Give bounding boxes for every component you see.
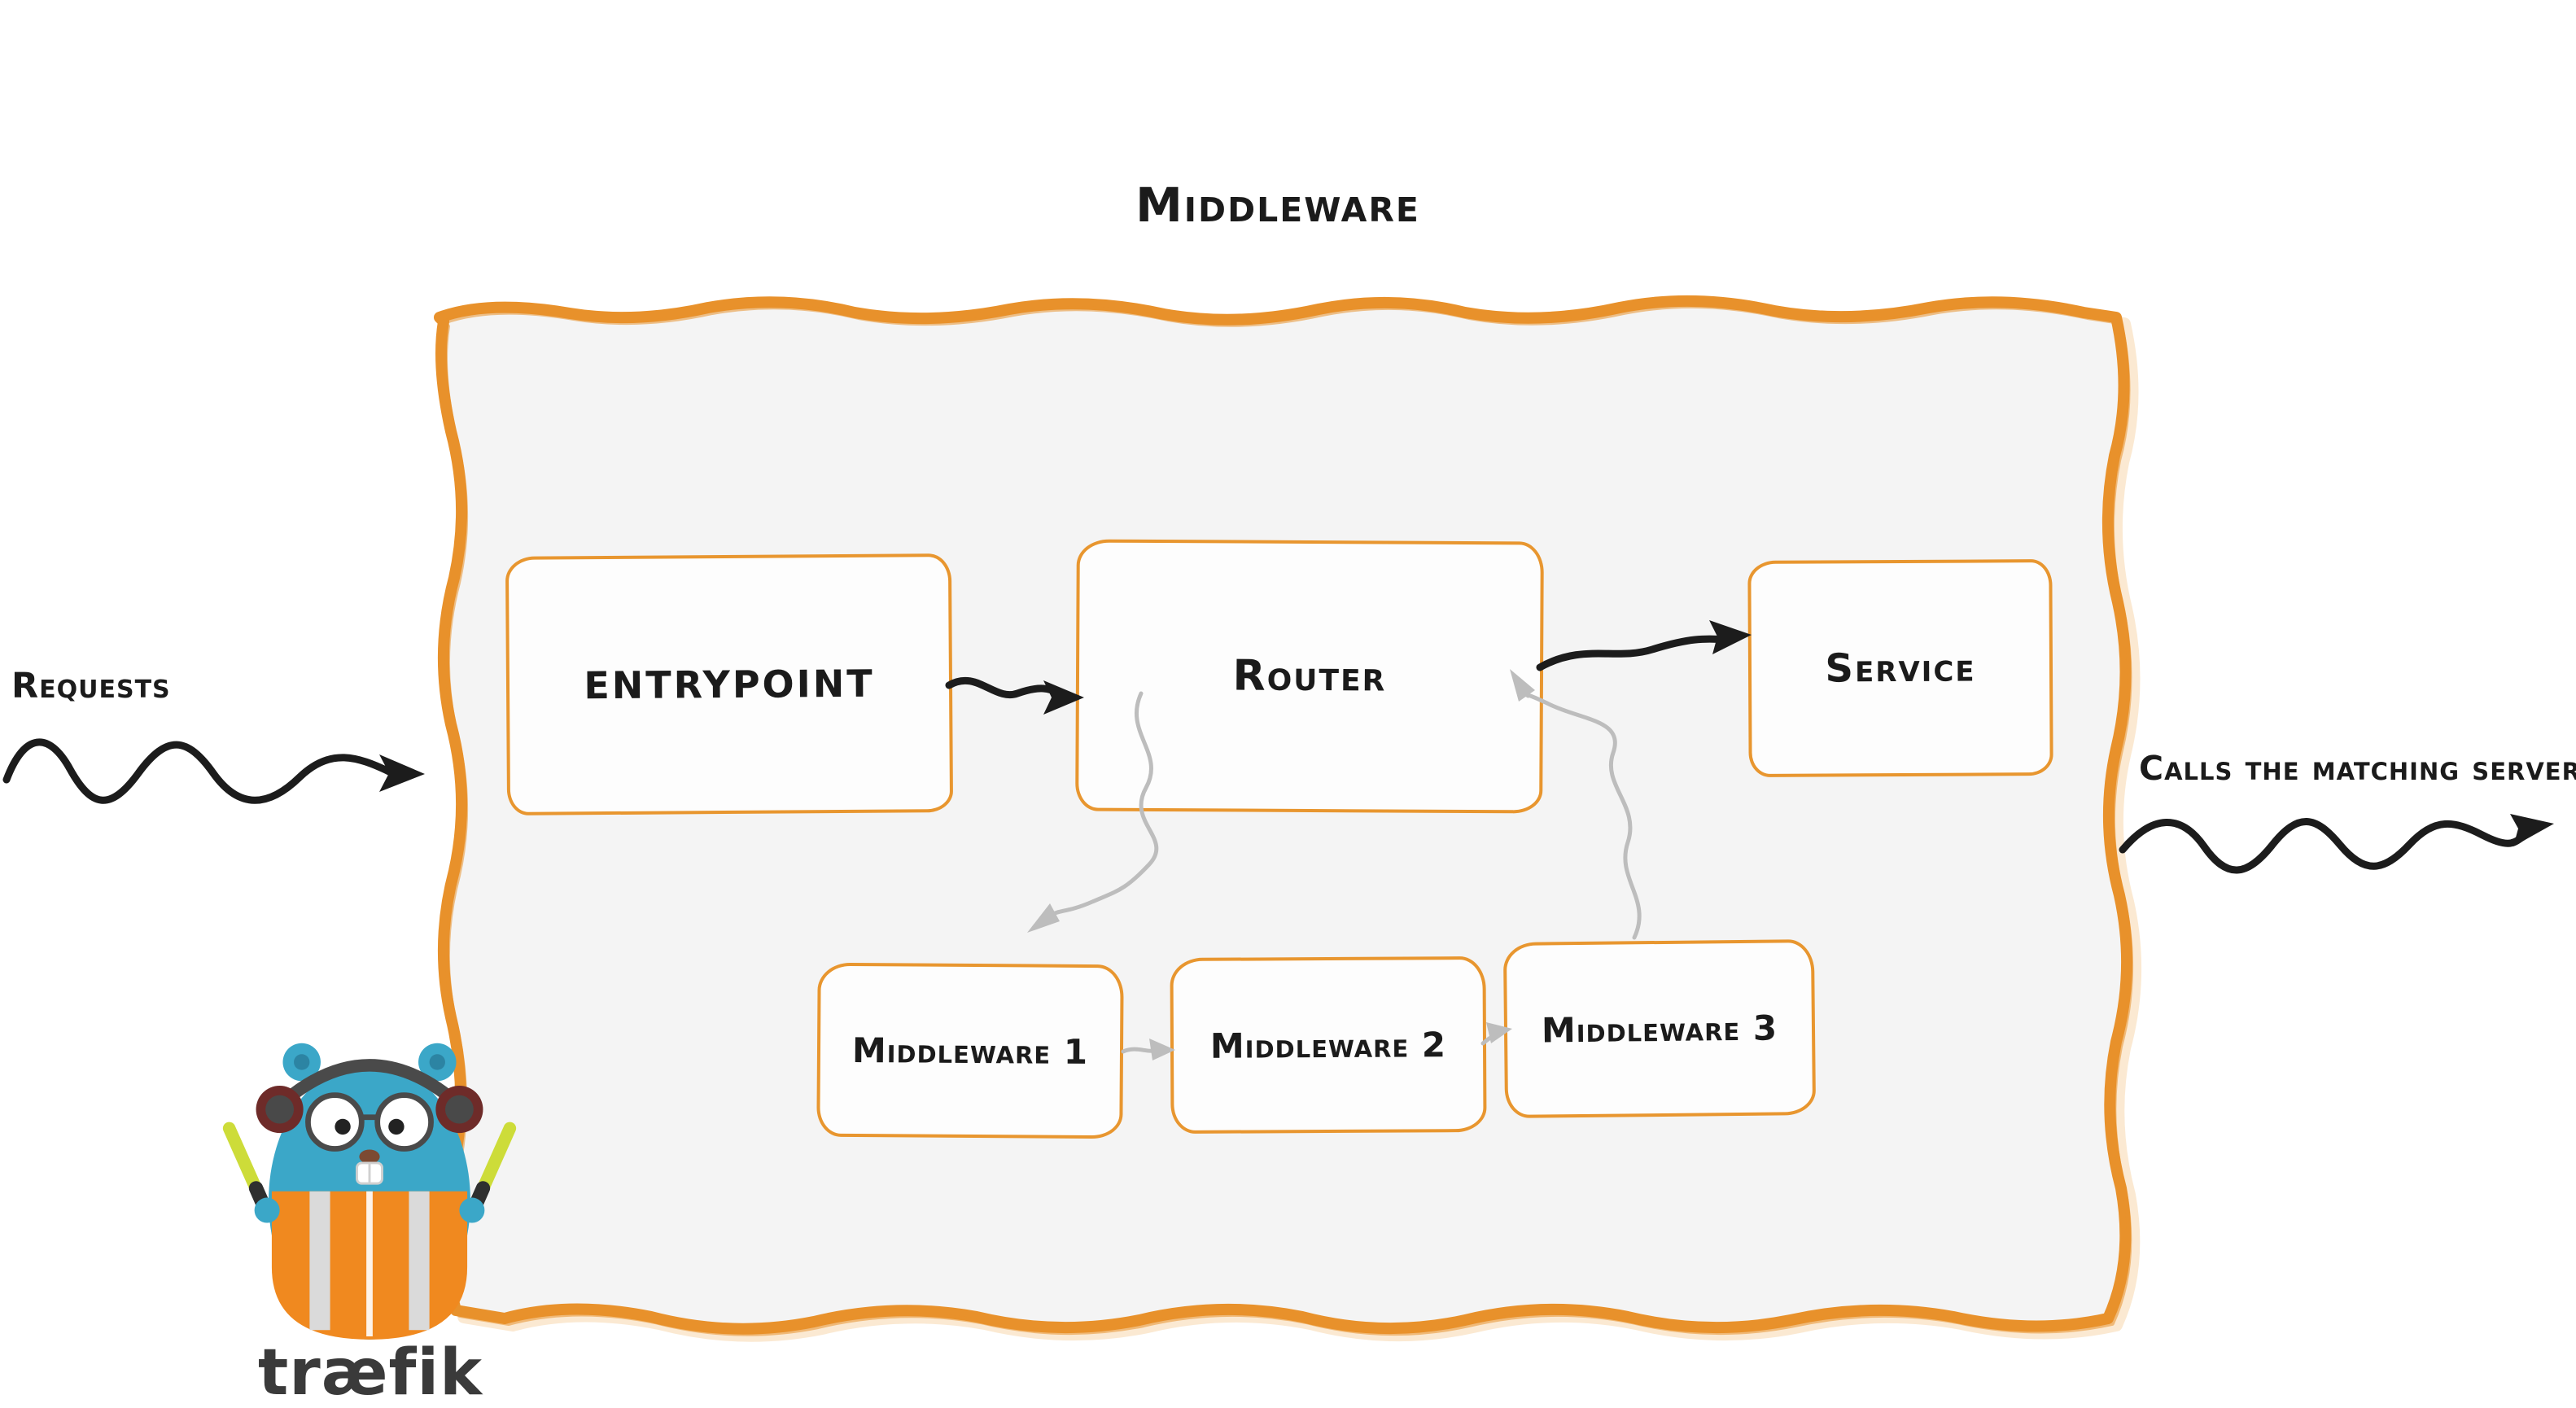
service-label: Service — [1825, 645, 1976, 692]
left-pupil — [335, 1118, 351, 1135]
traefik-gopher-logo — [222, 1043, 517, 1340]
requests-label: Requests — [11, 666, 171, 706]
traefik-wordmark: træfik — [257, 1336, 483, 1408]
service-node: Service — [1747, 559, 2053, 777]
gopher-nose — [359, 1149, 380, 1164]
middleware2-label: Middleware 2 — [1209, 1024, 1447, 1066]
calls-matching-server-label: Calls the matching server — [2139, 749, 2576, 788]
right-headphone-cup-inner — [444, 1095, 474, 1124]
middleware3-label: Middleware 3 — [1541, 1007, 1778, 1051]
container-border — [434, 295, 2133, 1335]
middleware1-node: Middleware 1 — [816, 962, 1124, 1139]
headphones-band — [279, 1059, 460, 1107]
entrypoint-node: entrypoint — [505, 553, 954, 816]
right-pupil — [388, 1118, 405, 1135]
left-ear-inner — [294, 1054, 310, 1070]
vest-zipper — [366, 1191, 373, 1336]
entrypoint-label: entrypoint — [584, 661, 875, 708]
middleware1-label: Middleware 1 — [851, 1030, 1089, 1072]
diagram-title: Middleware — [1135, 177, 1420, 233]
right-paw — [459, 1197, 485, 1223]
right-eye — [374, 1092, 434, 1152]
router-label: Router — [1232, 651, 1387, 702]
vest-stripe-left — [309, 1191, 330, 1331]
left-headphone-cup-inner — [265, 1095, 295, 1124]
left-paw — [254, 1197, 280, 1223]
right-ear-inner — [429, 1054, 445, 1070]
middleware3-node: Middleware 3 — [1502, 939, 1817, 1118]
router-node: Router — [1075, 539, 1544, 814]
middleware2-node: Middleware 2 — [1170, 955, 1487, 1135]
vest-stripe-right — [409, 1191, 430, 1331]
left-eye — [305, 1092, 365, 1152]
